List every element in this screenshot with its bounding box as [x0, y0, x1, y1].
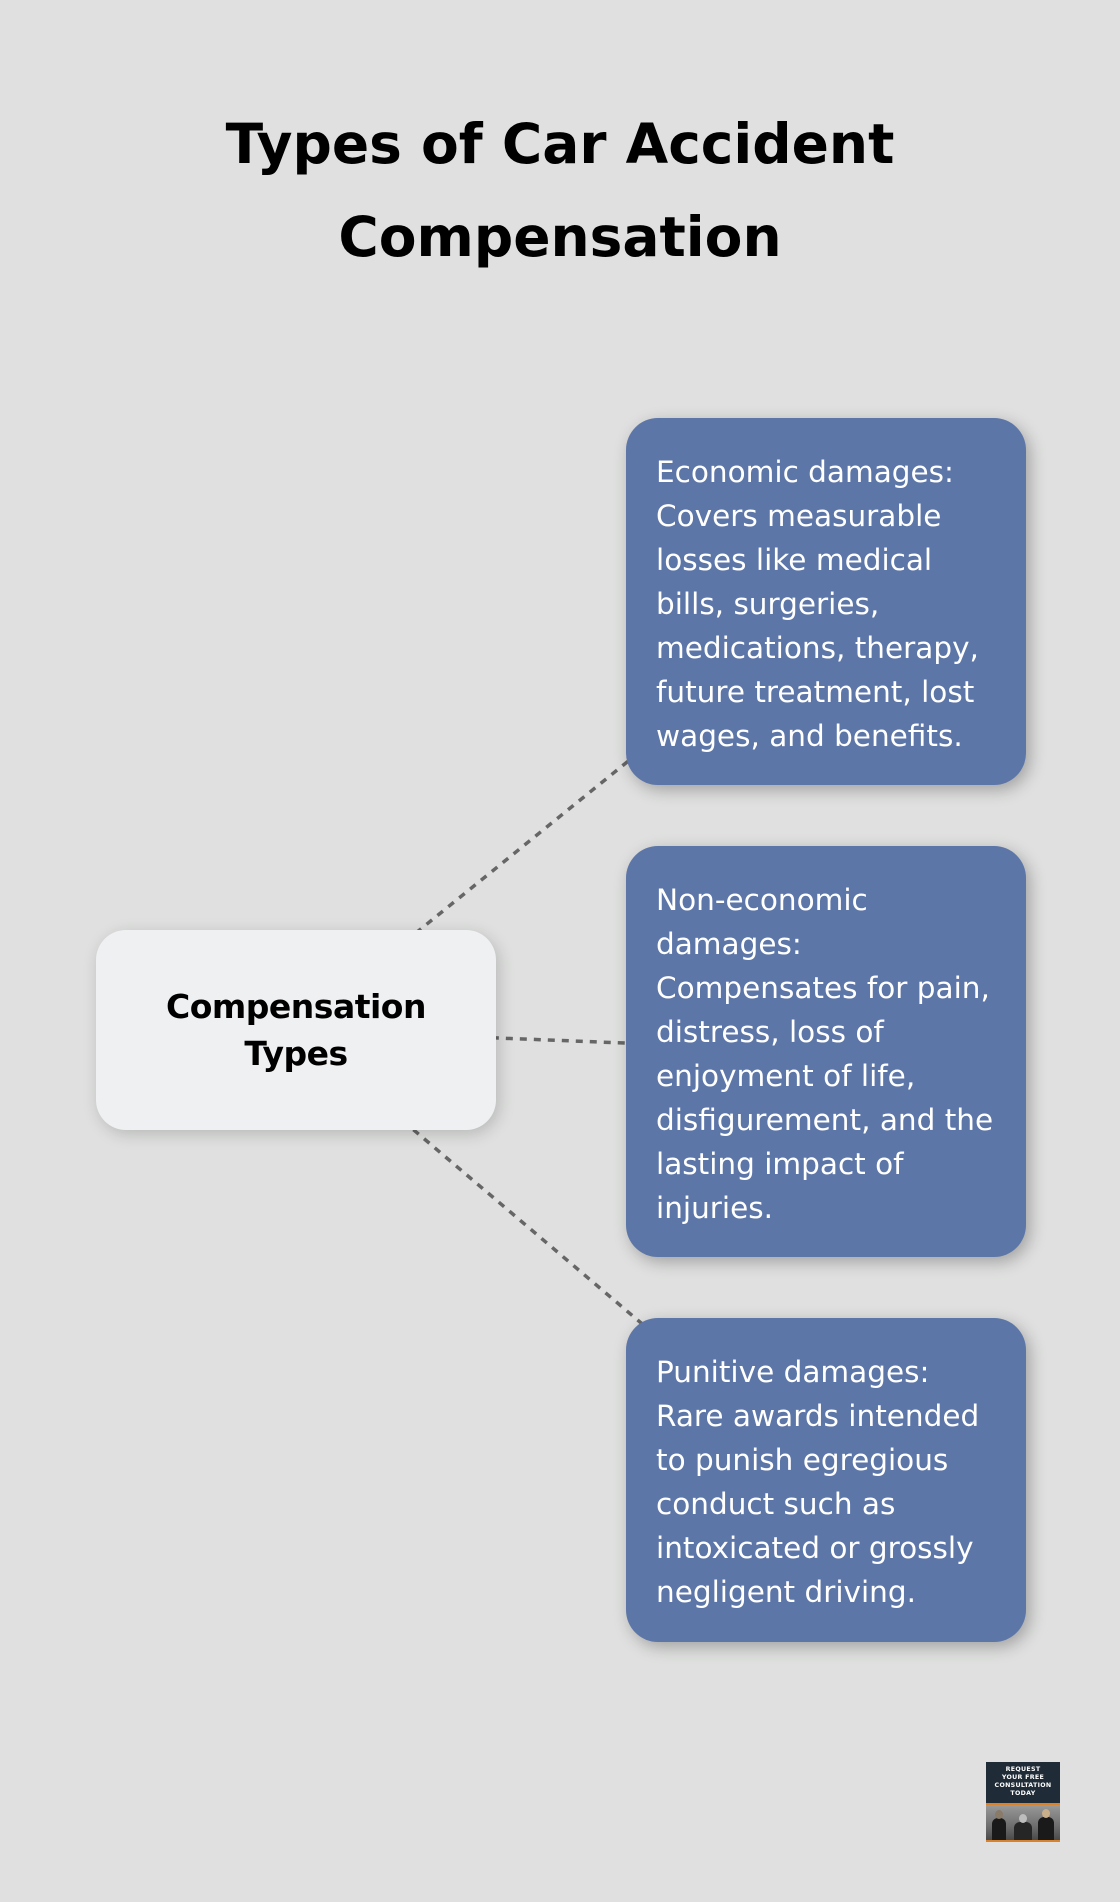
node-non-economic-damages: Non-economic damages: Compensates for pa…: [626, 846, 1026, 1257]
free-consultation-badge[interactable]: REQUEST YOUR FREE CONSULTATION TODAY: [986, 1762, 1060, 1842]
node-text-line: losses like medical: [656, 543, 933, 577]
badge-text: REQUEST YOUR FREE CONSULTATION TODAY: [986, 1766, 1060, 1798]
node-text-line: Rare awards intended: [656, 1399, 980, 1433]
node-text-line: Covers measurable: [656, 499, 942, 533]
badge-text-line: YOUR FREE: [1001, 1774, 1045, 1781]
node-text-line: Punitive damages:: [656, 1355, 930, 1389]
person-silhouette-icon: [992, 1810, 1006, 1840]
node-text-line: future treatment, lost: [656, 675, 975, 709]
node-text-line: wages, and benefits.: [656, 719, 963, 753]
node-text-line: bills, surgeries,: [656, 587, 880, 621]
node-text-line: negligent driving.: [656, 1575, 916, 1609]
badge-accent-rule: [986, 1803, 1060, 1805]
badge-text-line: TODAY: [1010, 1790, 1036, 1797]
node-text-line: Compensates for pain,: [656, 971, 990, 1005]
node-text-line: Non-economic: [656, 883, 868, 917]
node-economic-damages: Economic damages: Covers measurable loss…: [626, 418, 1026, 785]
node-text-line: Economic damages:: [656, 455, 954, 489]
node-text-line: lasting impact of: [656, 1147, 904, 1181]
node-text-line: medications, therapy,: [656, 631, 979, 665]
center-node-line-1: Compensation: [166, 987, 426, 1026]
node-text-line: damages:: [656, 927, 802, 961]
center-node-compensation-types: Compensation Types: [96, 930, 496, 1130]
node-text-line: conduct such as: [656, 1487, 896, 1521]
node-text-line: intoxicated or grossly: [656, 1531, 974, 1565]
center-node-line-2: Types: [244, 1034, 348, 1073]
badge-text-line: REQUEST: [1005, 1766, 1041, 1773]
badge-text-line: CONSULTATION: [994, 1782, 1052, 1789]
title-line-1: Types of Car Accident: [225, 112, 895, 176]
attorneys-photo: [986, 1805, 1060, 1840]
node-text-line: to punish egregious: [656, 1443, 949, 1477]
person-silhouette-icon: [1038, 1809, 1054, 1840]
page-title: Types of Car Accident Compensation: [0, 98, 1120, 284]
title-line-2: Compensation: [338, 205, 782, 269]
node-text-line: disfigurement, and the: [656, 1103, 994, 1137]
node-text-line: distress, loss of: [656, 1015, 884, 1049]
node-text-line: injuries.: [656, 1191, 774, 1225]
person-silhouette-icon: [1014, 1814, 1032, 1840]
badge-accent-rule: [986, 1840, 1060, 1842]
node-punitive-damages: Punitive damages: Rare awards intended t…: [626, 1318, 1026, 1642]
node-text-line: enjoyment of life,: [656, 1059, 916, 1093]
